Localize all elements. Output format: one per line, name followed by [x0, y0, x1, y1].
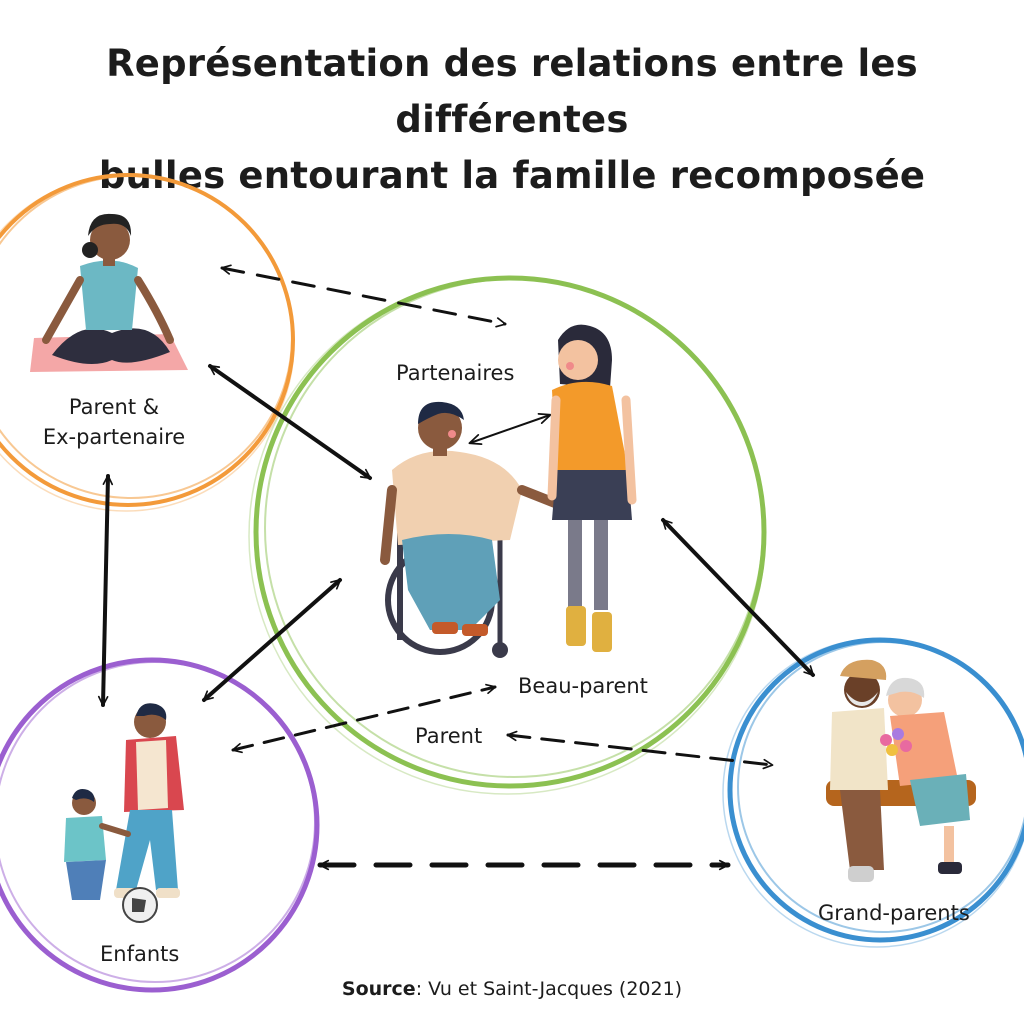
partner-illustration [547, 324, 637, 652]
label-parent-ex-line1: Parent & [68, 395, 160, 419]
arrow-ex-to-partner [220, 264, 507, 328]
label-children: Enfants [100, 942, 180, 966]
children-illustration [64, 703, 184, 923]
source-citation: Source: Vu et Saint-Jacques (2021) [0, 978, 1024, 1000]
title-line-2: bulles entourant la famille recomposée [98, 154, 926, 197]
arrow-ex-to-children [97, 474, 114, 707]
page-title: Représentation des relations entre les d… [0, 36, 1024, 204]
label-stepparent: Beau-parent [518, 674, 648, 698]
arrow-children-to-stepparent [202, 578, 342, 702]
label-parent-ex-line2: Ex-partenaire [42, 425, 186, 449]
grandparents-illustration [826, 659, 976, 882]
arrow-partners [468, 412, 552, 446]
arrow-ex-to-stepparent [208, 364, 372, 480]
arrow-children-to-parent [231, 683, 497, 754]
bubble-grandparents [722, 637, 1024, 948]
ex-partner-illustration [30, 213, 188, 372]
title-line-1: Représentation des relations entre les d… [106, 42, 918, 141]
label-grandparents: Grand-parents [818, 901, 970, 925]
label-parent: Parent [415, 724, 483, 748]
source-text: : Vu et Saint-Jacques (2021) [415, 978, 683, 1000]
label-partners: Partenaires [396, 361, 515, 385]
arrow-partner-to-grandparents [661, 518, 815, 677]
source-prefix: Source [341, 978, 416, 1000]
stepparent-illustration [380, 401, 565, 658]
bubble-parent-ex [0, 173, 295, 512]
label-parent-ex: Parent & Ex-partenaire [24, 392, 204, 452]
arrow-parent-to-grandparents [506, 730, 774, 770]
bubble-children [0, 657, 320, 993]
